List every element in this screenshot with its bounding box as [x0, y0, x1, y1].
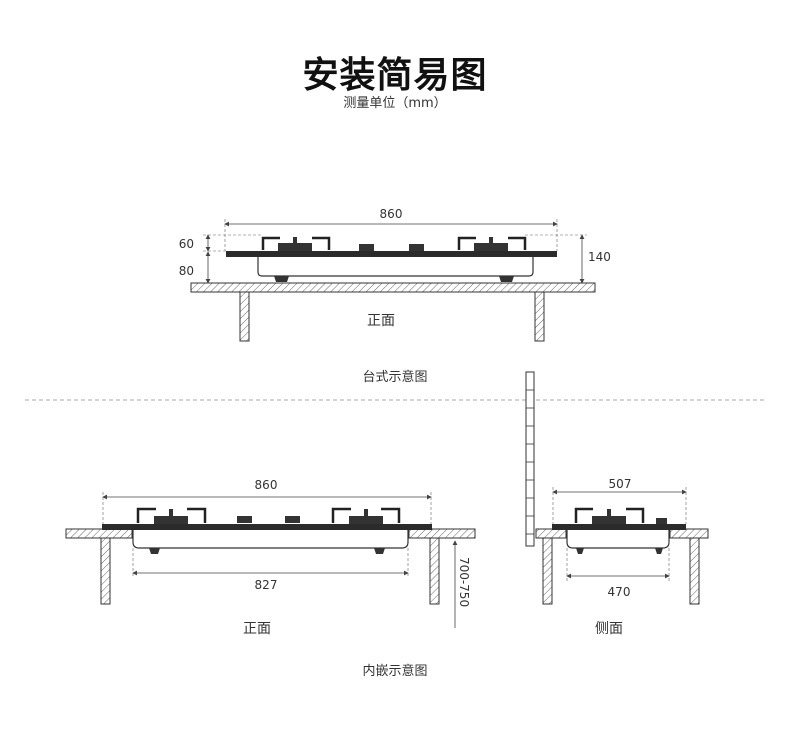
stove-foot	[274, 276, 289, 282]
knob-left	[237, 516, 252, 523]
stove-foot	[499, 276, 514, 282]
knob-right	[409, 244, 424, 251]
stove-panel	[226, 251, 557, 257]
page-subtitle: 测量单位（mm）	[343, 96, 447, 111]
dim-height-bottom-label: 80	[179, 264, 194, 278]
dim-width-label: 860	[380, 207, 403, 221]
countertop-left	[535, 528, 567, 539]
builtin-front-view-label: 正面	[243, 621, 271, 637]
tabletop-caption: 台式示意图	[362, 369, 427, 385]
countertop-right	[669, 528, 709, 539]
burner-cap	[489, 237, 493, 244]
builtin-side-depth-label: 507	[609, 477, 632, 491]
tabletop-view-label: 正面	[367, 313, 395, 329]
knob	[656, 518, 667, 524]
page-title: 安装简易图	[302, 55, 488, 96]
dim-height-top-label: 60	[179, 237, 194, 251]
countertop-right	[408, 528, 476, 539]
builtin-side-view-label: 侧面	[595, 621, 623, 637]
cabinet-side-left	[542, 537, 553, 605]
builtin-front-cutout-label: 827	[255, 578, 278, 592]
dim-height-total-label: 140	[588, 250, 611, 264]
cabinet-side-right	[429, 537, 440, 605]
stove-body	[132, 530, 409, 549]
stove-panel	[102, 524, 432, 530]
burner-left	[278, 243, 312, 251]
knob-right	[285, 516, 300, 523]
burner	[592, 516, 626, 524]
builtin-side-cutout-label: 470	[608, 585, 631, 599]
burner-right	[474, 243, 508, 251]
builtin-front-width-label: 860	[255, 478, 278, 492]
pan-support-right	[457, 236, 527, 250]
builtin-cabinet-height-label: 700-750	[457, 557, 471, 607]
wall	[525, 371, 535, 547]
countertop	[190, 282, 596, 293]
knob-left	[359, 244, 374, 251]
cabinet-side-left	[100, 537, 111, 605]
countertop-left	[65, 528, 133, 539]
counter-leg-left	[239, 291, 250, 342]
stove-body	[566, 530, 670, 549]
cabinet-side-right	[689, 537, 700, 605]
pan-support-left	[261, 236, 331, 250]
stove-panel	[552, 524, 686, 530]
builtin-front-diagram: 860 827 700-750 正面	[65, 478, 476, 637]
tabletop-diagram: 860 60 80 140 正面 台式示意图	[179, 207, 611, 385]
burner-cap	[293, 237, 297, 244]
counter-leg-right	[534, 291, 545, 342]
builtin-side-diagram: 507 470 侧面	[535, 477, 709, 637]
burner-right	[349, 516, 383, 524]
stove-body	[257, 257, 534, 277]
builtin-caption: 内嵌示意图	[362, 663, 427, 679]
burner-left	[154, 516, 188, 524]
